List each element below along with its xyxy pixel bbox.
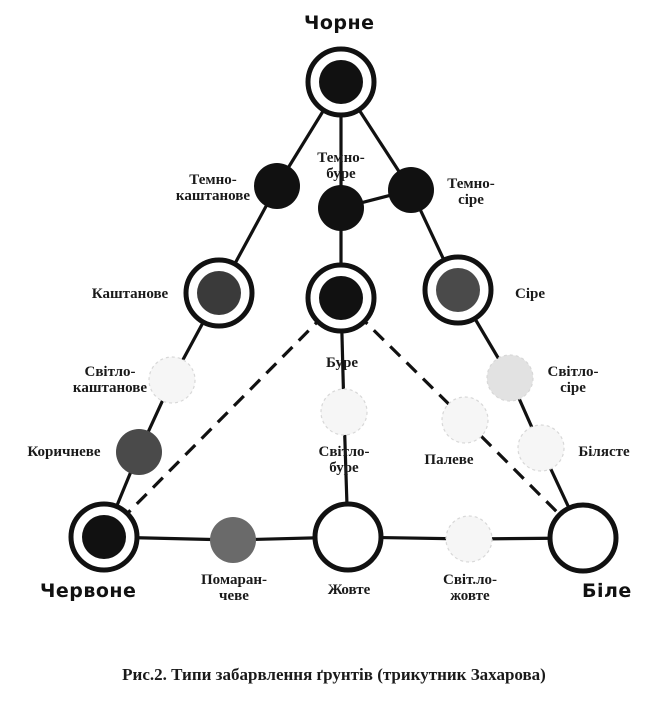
node-kashtanove (183, 257, 255, 329)
node-disc (116, 429, 162, 475)
node-bile (547, 502, 619, 574)
edge-bure-to-chervone (102, 296, 343, 539)
node-ring (547, 502, 619, 574)
node-svitlo-bure (320, 388, 368, 436)
label-pomaranchev: Помаран- чеве (201, 572, 267, 604)
node-ring (312, 501, 384, 573)
node-core (319, 60, 363, 104)
label-bure: Буре (325, 355, 359, 371)
node-disc (318, 185, 364, 231)
node-chervone (68, 501, 140, 573)
node-disc (517, 424, 565, 472)
node-disc (320, 388, 368, 436)
node-svitlo-kashtanove (148, 356, 196, 404)
node-chorne (305, 46, 377, 118)
node-temno-bure (318, 185, 364, 231)
node-core (319, 276, 363, 320)
label-temno-kashtanove: Темно- каштанове (175, 172, 251, 204)
corner-label-top: Чорне (304, 12, 375, 34)
node-disc (148, 356, 196, 404)
node-bilyaste (517, 424, 565, 472)
node-paleve (441, 396, 489, 444)
node-pomaranchev (210, 517, 256, 563)
corner-label-bottom-left: Червоне (40, 580, 137, 602)
label-paleve: Палеве (424, 452, 474, 468)
label-korychneve: Коричневе (27, 444, 101, 460)
label-svitlo-bure: Світло- буре (318, 444, 370, 476)
node-core (82, 515, 126, 559)
node-disc (388, 167, 434, 213)
label-svitlo-zhovte: Світ.ло- жовте (442, 572, 497, 604)
figure-caption: Рис.2. Типи забарвлення ґрунтів (трикутн… (122, 665, 546, 684)
node-temno-sire (388, 167, 434, 213)
label-svitlo-sire: Світло- сіре (547, 364, 599, 396)
label-kashtanove: Каштанове (91, 286, 169, 302)
node-sire (422, 254, 494, 326)
label-temno-sire: Темно- сіре (447, 176, 495, 208)
node-disc (441, 396, 489, 444)
label-svitlo-kashtanove: Світло- каштанове (72, 364, 148, 396)
node-disc (254, 163, 300, 209)
corner-label-bottom-right: Біле (582, 580, 632, 602)
label-zhovte: Жовте (327, 582, 371, 598)
node-svitlo-sire (486, 354, 534, 402)
node-core (197, 271, 241, 315)
node-disc (486, 354, 534, 402)
label-sire: Сіре (515, 286, 545, 302)
node-korychneve (116, 429, 162, 475)
label-temno-bure: Темно- буре (317, 150, 365, 182)
node-disc (445, 515, 493, 563)
label-bilyaste: Білясте (578, 444, 630, 460)
node-disc (210, 517, 256, 563)
nodes-layer (68, 46, 619, 574)
node-temno-kashtanove (254, 163, 300, 209)
node-core (436, 268, 480, 312)
node-bure (305, 262, 377, 334)
node-svitlo-zhovte (445, 515, 493, 563)
node-zhovte (312, 501, 384, 573)
